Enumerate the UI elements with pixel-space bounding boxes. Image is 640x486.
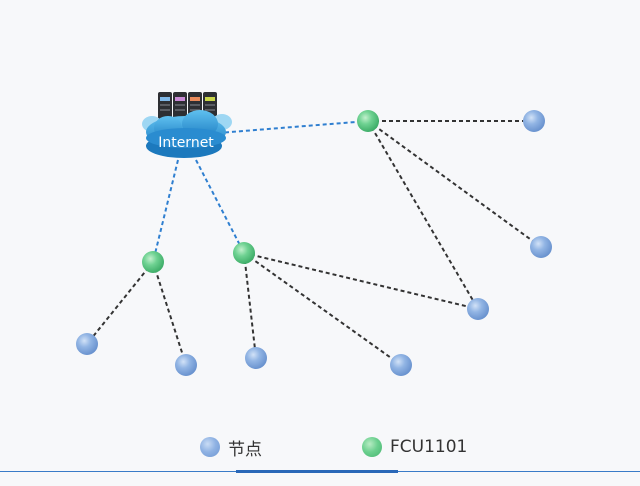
nodes-layer — [76, 110, 552, 376]
fcu-dot-icon — [362, 437, 382, 457]
node-n5[interactable] — [175, 354, 197, 376]
node-dot-icon — [200, 437, 220, 457]
uplink-g1 — [217, 120, 369, 134]
link-g1-n2 — [367, 120, 542, 248]
link-g3-n7 — [243, 252, 402, 366]
internet-cloud-icon[interactable]: Internet — [142, 92, 232, 158]
legend: 节点 FCU1101 — [0, 432, 640, 462]
internet-label: Internet — [158, 135, 214, 151]
link-g2-n5 — [152, 261, 187, 366]
legend-item-fcu: FCU1101 — [362, 434, 467, 460]
fcu-gateway-g2[interactable] — [142, 251, 164, 273]
link-g2-n4 — [86, 261, 154, 345]
fcu-gateway-g1[interactable] — [357, 110, 379, 132]
node-n7[interactable] — [390, 354, 412, 376]
uplink-g2 — [152, 159, 179, 263]
node-n4[interactable] — [76, 333, 98, 355]
legend-fcu-label: FCU1101 — [390, 437, 468, 457]
network-topology-diagram: Internet — [76, 92, 552, 376]
node-n3[interactable] — [467, 298, 489, 320]
node-n1[interactable] — [523, 110, 545, 132]
legend-item-node: 节点 — [200, 434, 262, 460]
links-layer — [86, 120, 542, 366]
cloud-icon — [142, 110, 232, 158]
link-g3-n6 — [243, 252, 257, 359]
node-n2[interactable] — [530, 236, 552, 258]
bottom-tab-indicator — [236, 470, 398, 473]
fcu-gateway-g3[interactable] — [233, 242, 255, 264]
uplink-g3 — [195, 159, 245, 254]
link-g3-n3 — [243, 252, 479, 310]
legend-node-label: 节点 — [228, 439, 262, 460]
link-g1-n3 — [367, 120, 479, 310]
node-n6[interactable] — [245, 347, 267, 369]
